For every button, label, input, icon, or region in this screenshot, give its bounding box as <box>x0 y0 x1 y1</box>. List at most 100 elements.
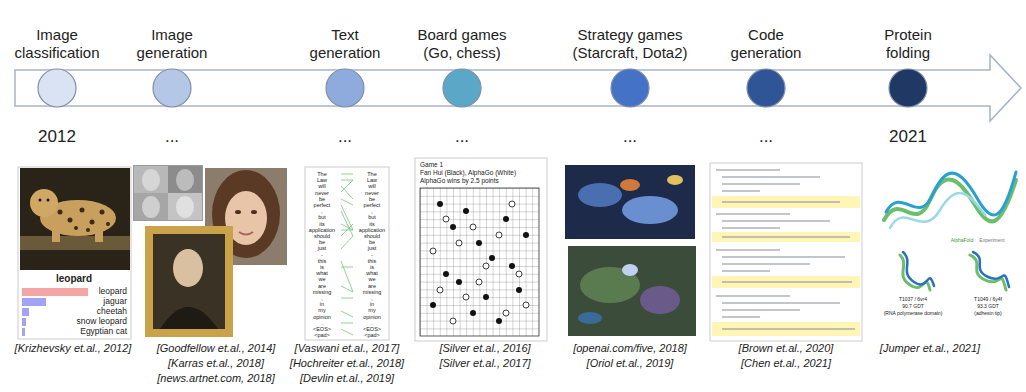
token: opinion <box>313 314 331 320</box>
go-board-part-part <box>509 201 515 207</box>
game-screens-part <box>667 175 683 185</box>
leopard-photo-part <box>22 308 29 316</box>
token: will <box>368 183 376 189</box>
citation: [Brown et.al., 2020] <box>739 342 834 355</box>
go-board-part <box>430 201 529 324</box>
token: - <box>321 252 323 258</box>
code-sample-part-part <box>722 263 810 264</box>
citation: [Chen et.al., 2021] <box>741 357 831 370</box>
go-board-part-part <box>483 263 489 269</box>
circle-shape <box>746 68 786 108</box>
structure-note: T1037 / 6vr4 <box>899 297 927 303</box>
go-board-part-part <box>516 287 522 293</box>
go-board-part-part <box>450 318 456 324</box>
token: Law <box>367 177 377 183</box>
code-sample-part-part <box>722 270 770 271</box>
class-name: jaguar <box>103 297 127 307</box>
attention-map-part-part <box>341 311 353 317</box>
structure-note: 90.7 GDT <box>902 304 924 310</box>
game-note: Fan Hui (Black), AlphaGo (White) <box>420 169 516 176</box>
generated-faces-part <box>173 249 203 287</box>
token: opinion <box>363 314 381 320</box>
token: perfect <box>314 202 331 208</box>
generated-faces-part <box>134 193 168 220</box>
token: be <box>369 239 375 245</box>
go-board-part-part <box>470 224 476 230</box>
game-note: AlphaGo wins by 2.5 points <box>420 177 499 184</box>
token: is <box>370 264 374 270</box>
timeline-circle: Code generation <box>746 68 786 108</box>
game-note: Game 1 <box>420 161 443 168</box>
game-screens-part <box>620 179 640 191</box>
structure-key: AlphaFold <box>951 238 974 244</box>
go-board-part-part <box>476 240 482 246</box>
stage-heading: Text generation <box>295 26 395 62</box>
stage-heading: Code generation <box>716 26 816 62</box>
code-sample-part-part <box>716 213 790 214</box>
generated-faces-part <box>239 232 253 235</box>
code-sample-part-part <box>722 328 855 329</box>
circle-fill <box>153 69 191 107</box>
citation: [Silver et.al., 2016] <box>439 342 530 355</box>
timeline-circle: Text generation <box>325 68 365 108</box>
attention-map-part-part <box>341 286 353 292</box>
go-board-part-part <box>456 240 462 246</box>
year-label: 2021 <box>889 127 927 147</box>
year-label: ... <box>165 127 179 147</box>
year-label: ... <box>338 127 352 147</box>
go-board-part-part <box>463 294 469 300</box>
token: perfect <box>364 202 381 208</box>
structure-key: Experiment <box>979 238 1004 244</box>
citation: [openai.com/five, 2018] <box>573 342 687 355</box>
go-board-part-part <box>437 287 443 293</box>
go-board-part-part <box>489 255 495 261</box>
go-board-part <box>420 188 539 336</box>
circle-shape <box>37 68 77 108</box>
class-name: cheetah <box>97 307 127 317</box>
leopard-photo-part <box>22 288 88 296</box>
generated-faces-part <box>134 166 168 193</box>
structure-note: (RNA polymerase domain) <box>884 311 943 317</box>
code-sample-part <box>712 322 860 336</box>
token: are <box>318 283 326 289</box>
token: just <box>368 245 377 251</box>
class-name: leopard <box>99 287 127 297</box>
token: <pad> <box>314 332 330 338</box>
citation: [Silver et.al., 2017] <box>439 357 530 370</box>
game-screens-part <box>622 196 678 224</box>
circle-shape <box>888 68 928 108</box>
go-board-part-part <box>483 294 489 300</box>
leopard-photo-part <box>22 318 26 326</box>
token: my <box>318 307 325 313</box>
token: be <box>319 239 325 245</box>
code-sample-part-part <box>722 309 800 310</box>
generated-faces-part <box>168 166 202 193</box>
timeline-circle: Protein folding <box>888 68 928 108</box>
stage-heading: Image classification <box>7 26 107 62</box>
citation: [Devlin et.al., 2019] <box>300 372 394 385</box>
token: what <box>316 270 328 276</box>
structure-note: 93.3 GDT <box>977 304 999 310</box>
go-board <box>415 158 547 341</box>
token: missing <box>313 289 332 295</box>
leopard-photo-part <box>90 220 95 225</box>
structure-note: T1049 / 6y4f <box>974 297 1002 303</box>
token: , <box>371 208 373 214</box>
attention-map-part <box>305 167 389 340</box>
attention-map-part-part <box>341 224 353 230</box>
token: - <box>371 252 373 258</box>
go-board-part-part <box>443 216 449 222</box>
citation: [Jumper et.al., 2021] <box>880 342 980 355</box>
circle-fill <box>326 69 364 107</box>
leopard-photo-part <box>22 298 46 306</box>
class-name: Egyptian cat <box>80 327 127 337</box>
token: . <box>371 320 373 326</box>
citation: [Oriol et.al., 2019] <box>587 357 674 370</box>
token: we <box>318 276 325 282</box>
code-sample-part <box>712 276 860 288</box>
generated-faces-part <box>168 193 202 220</box>
attention-map-part-part <box>341 261 353 292</box>
citation: [Krizhevsky et.al., 2012] <box>15 342 132 355</box>
timeline-arrow <box>15 55 1021 121</box>
leopard-photo-part <box>39 199 42 202</box>
